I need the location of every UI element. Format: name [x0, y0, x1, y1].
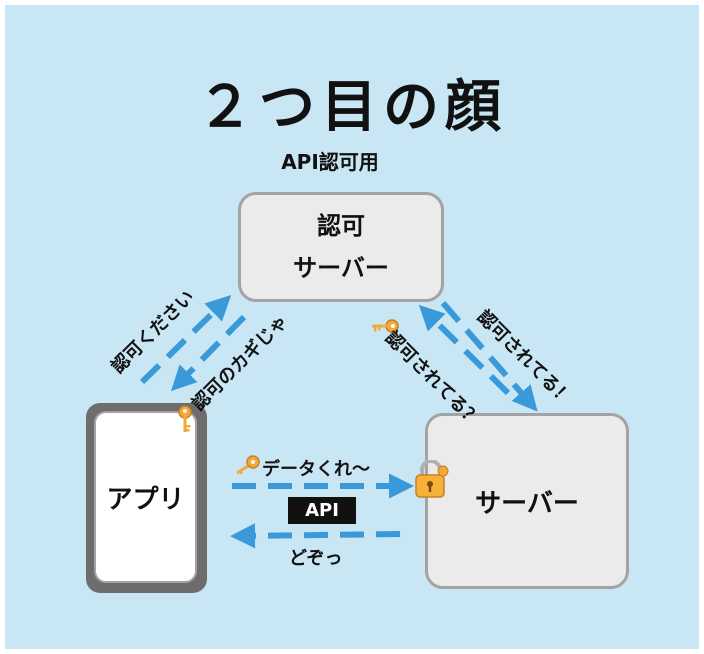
- auth-server-label-1: 認可: [317, 212, 365, 240]
- auth-server-box: 認可 サーバー: [238, 192, 444, 302]
- arrow-auth-to-app: [170, 314, 247, 392]
- auth-server-label-2: サーバー: [293, 254, 389, 282]
- app-screen: アプリ: [94, 411, 197, 583]
- app-label: アプリ: [106, 484, 185, 515]
- label-app-to-server: データくれ～: [262, 459, 370, 480]
- api-badge: API: [288, 497, 356, 524]
- arrow-server-to-auth: [418, 304, 511, 396]
- resource-server-box: サーバー: [425, 413, 629, 589]
- page-subtitle: API認可用: [281, 150, 379, 174]
- key-icon: [236, 455, 260, 475]
- label-server-to-app: どぞっ: [289, 548, 343, 569]
- arrow-server-to-app: [229, 523, 401, 549]
- key-icon: [178, 405, 192, 432]
- app-phone: アプリ: [86, 403, 207, 593]
- resource-server-label: サーバー: [475, 488, 579, 519]
- arrow-auth-to-server: [440, 301, 538, 412]
- key-icon: [372, 319, 399, 333]
- lock-icon: [415, 460, 449, 498]
- page-title: ２つ目の顔: [197, 75, 507, 140]
- arrow-app-to-auth: [139, 294, 232, 385]
